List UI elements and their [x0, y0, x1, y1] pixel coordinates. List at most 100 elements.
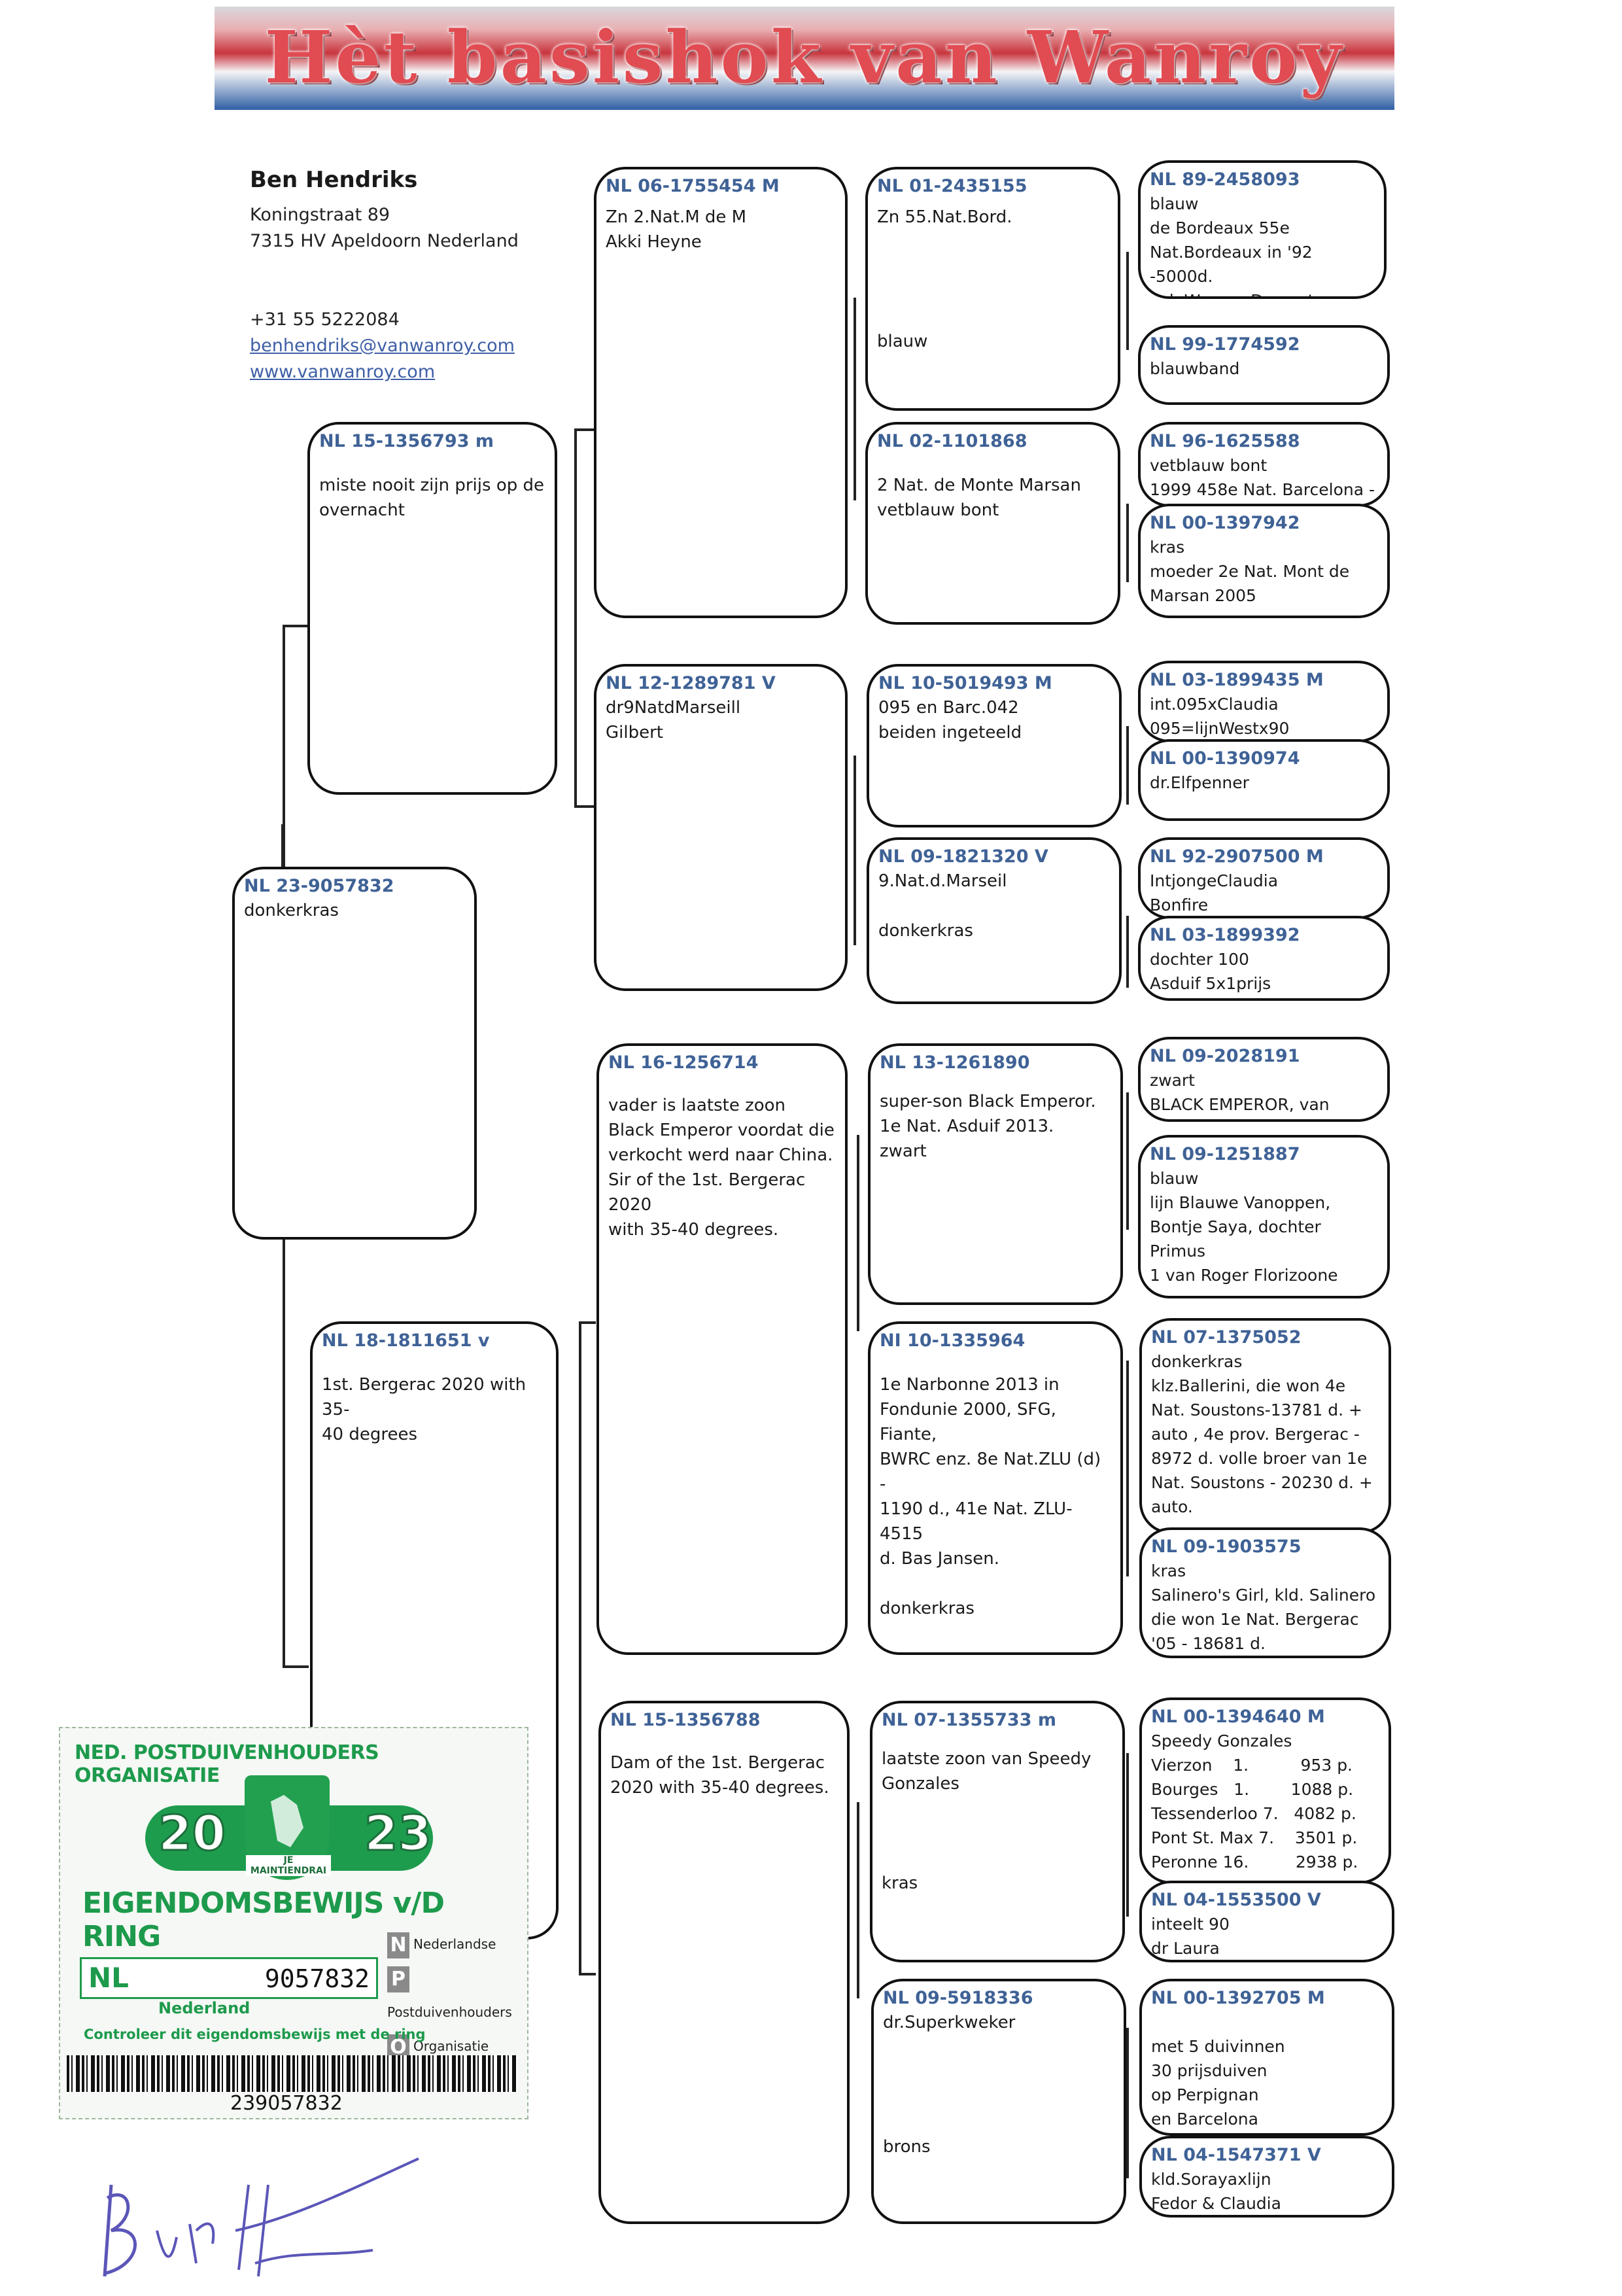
pedigree-card-g3-6: NI 10-1335964 1e Narbonne 2013 in Fondun… [868, 1321, 1123, 1655]
pedigree-card-subject: NL 23-9057832 donkerkras [232, 867, 477, 1240]
sticker-country-code: NL [88, 1962, 129, 1994]
header-banner: Hèt basishok van Wanroy [215, 7, 1394, 110]
pigeon-description: dochter 100 Asduif 5x1prijs [1150, 947, 1378, 996]
ring-number: NL 00-1390974 [1150, 747, 1378, 771]
pigeon-description: 1e Narbonne 2013 in Fondunie 2000, SFG, … [880, 1372, 1111, 1621]
pigeon-description: donkerkras [244, 898, 465, 923]
npo-p-word: Postduivenhouders [387, 2004, 512, 2020]
owner-city: 7315 HV Apeldoorn Nederland [250, 228, 519, 254]
pigeon-description: kld.Sorayaxlijn Fedor & Claudia [1151, 2167, 1383, 2216]
pedigree-card-sire: NL 15-1356793 m miste nooit zijn prijs o… [307, 422, 557, 795]
pigeon-description: blauw de Bordeaux 55e Nat.Bordeaux in '9… [1150, 192, 1375, 299]
pigeon-description: Zn 55.Nat.Bord. blauw [877, 205, 1109, 354]
ring-number: NL 15-1356793 m [319, 430, 545, 453]
pigeon-description: kras moeder 2e Nat. Mont de Marsan 2005 [1150, 535, 1378, 608]
ring-number: NI 10-1335964 [880, 1329, 1111, 1353]
ring-number: NL 13-1261890 [880, 1051, 1111, 1075]
ring-number: NL 00-1392705 M [1151, 1987, 1383, 2010]
pedigree-card-g4-1: NL 89-2458093 blauw de Bordeaux 55e Nat.… [1138, 160, 1387, 299]
sticker-country: Nederland [158, 1999, 250, 2017]
owner-street: Koningstraat 89 [250, 202, 519, 228]
pigeon-description: laatste zoon van Speedy Gonzales kras [882, 1747, 1113, 1896]
pedigree-card-g3-1: NL 01-2435155 Zn 55.Nat.Bord. blauw [865, 167, 1120, 411]
pigeon-description: blauw lijn Blauwe Vanoppen, Bontje Saya,… [1150, 1166, 1378, 1287]
ring-number: NL 09-5918336 [883, 1987, 1114, 2010]
owner-email-link[interactable]: benhendriks@vanwanroy.com [250, 333, 519, 359]
pedigree-card-g3-8: NL 09-5918336 dr.Superkweker brons [871, 1979, 1126, 2224]
ring-number: NL 00-1394640 M [1151, 1705, 1379, 1729]
ring-number: NL 03-1899435 M [1150, 669, 1378, 692]
ring-number: NL 09-2028191 [1150, 1045, 1378, 1068]
pigeon-description: vetblauw bont 1999 458e Nat. Barcelona - [1150, 453, 1378, 502]
ring-number: NL 10-5019493 M [878, 672, 1110, 695]
sticker-motto: JE MAINTIENDRAI [246, 1855, 331, 1876]
ring-number: NL 18-1811651 v [322, 1329, 547, 1353]
handwritten-signature [98, 2146, 438, 2296]
sticker-year-left: 20 [158, 1805, 226, 1862]
pigeon-description: dr.Elfpenner [1150, 771, 1378, 795]
pigeon-description: zwart BLACK EMPEROR, van Wanroy > [1150, 1068, 1378, 1122]
pigeon-description: 1st. Bergerac 2020 with 35- 40 degrees [322, 1372, 547, 1447]
sticker-ring-number: 9057832 [265, 1964, 370, 1993]
ring-number: NL 04-1553500 V [1151, 1888, 1383, 1912]
pigeon-description: Zn 2.Nat.M de M Akki Heyne [606, 205, 836, 254]
pigeon-description: Dam of the 1st. Bergerac 2020 with 35-40… [610, 1750, 838, 1800]
owner-phone: +31 55 5222084 [250, 307, 519, 333]
pedigree-card-g4-2: NL 99-1774592 blauwband [1138, 325, 1390, 405]
pedigree-card-g4-9: NL 09-2028191 zwart BLACK EMPEROR, van W… [1138, 1037, 1390, 1122]
pedigree-card-g3-4: NL 09-1821320 V 9.Nat.d.Marseil donkerkr… [867, 837, 1122, 1004]
pedigree-card-g4-15: NL 00-1392705 M met 5 duivinnen 30 prijs… [1139, 1979, 1394, 2136]
ring-number: NL 92-2907500 M [1150, 845, 1378, 869]
owner-info: Ben Hendriks Koningstraat 89 7315 HV Ape… [250, 167, 519, 385]
pedigree-card-g4-16: NL 04-1547371 V kld.Sorayaxlijn Fedor & … [1139, 2136, 1394, 2218]
pedigree-card-g4-11: NL 07-1375052 donkerkras klz.Ballerini, … [1139, 1318, 1391, 1534]
ring-number: NL 04-1547371 V [1151, 2144, 1383, 2167]
ring-number: NL 09-1821320 V [878, 845, 1110, 869]
banner-title: Hèt basishok van Wanroy [215, 12, 1394, 103]
pedigree-card-sire-dam: NL 12-1289781 V dr9NatdMarseill Gilbert [594, 664, 848, 991]
pigeon-description: Speedy Gonzales Vierzon 1. 953 p. Bourge… [1151, 1729, 1379, 1874]
ring-number: NL 00-1397942 [1150, 512, 1378, 535]
pigeon-description: IntjongeClaudia Bonfire [1150, 869, 1378, 917]
pedigree-card-g4-10: NL 09-1251887 blauw lijn Blauwe Vanoppen… [1138, 1135, 1390, 1298]
pedigree-card-g4-14: NL 04-1553500 V inteelt 90 dr Laura [1139, 1881, 1394, 1962]
pigeon-description: dr9NatdMarseill Gilbert [606, 695, 836, 745]
barcode [67, 2055, 518, 2092]
pedigree-card-g3-3: NL 10-5019493 M 095 en Barc.042 beiden i… [867, 664, 1122, 827]
pigeon-description: dr.Superkweker brons [883, 2010, 1114, 2159]
barcode-number: 239057832 [230, 2092, 343, 2115]
ring-number: NL 09-1903575 [1151, 1535, 1379, 1559]
pedigree-card-g4-7: NL 92-2907500 M IntjongeClaudia Bonfire [1138, 837, 1390, 919]
pedigree-card-dam-sire: NL 16-1256714 vader is laatste zoon Blac… [596, 1043, 848, 1655]
owner-name: Ben Hendriks [250, 167, 519, 193]
pedigree-card-sire-sire: NL 06-1755454 M Zn 2.Nat.M de M Akki Hey… [594, 167, 848, 618]
ring-number: NL 23-9057832 [244, 875, 465, 898]
ring-number-box: NL 9057832 [80, 1957, 378, 1999]
ring-number: NL 12-1289781 V [606, 672, 836, 695]
pigeon-description: vader is laatste zoon Black Emperor voor… [608, 1093, 836, 1242]
owner-website-link[interactable]: www.vanwanroy.com [250, 359, 519, 385]
pigeon-description: super-son Black Emperor. 1e Nat. Asduif … [880, 1089, 1111, 1164]
pigeon-description: donkerkras klz.Ballerini, die won 4e Nat… [1151, 1349, 1379, 1519]
ownership-certificate-sticker: NED. POSTDUIVENHOUDERS ORGANISATIE 20 23… [59, 1727, 528, 2119]
ring-number: NL 06-1755454 M [606, 175, 836, 198]
pedigree-card-dam-dam: NL 15-1356788 Dam of the 1st. Bergerac 2… [598, 1701, 850, 2224]
pedigree-card-g3-5: NL 13-1261890 super-son Black Emperor. 1… [868, 1043, 1123, 1305]
ring-number: NL 15-1356788 [610, 1709, 838, 1732]
sticker-control-text: Controleer dit eigendomsbewijs met de ri… [84, 2026, 426, 2042]
ring-number: NL 16-1256714 [608, 1051, 836, 1075]
pedigree-card-g4-13: NL 00-1394640 M Speedy Gonzales Vierzon … [1139, 1697, 1391, 1884]
pedigree-card-g4-6: NL 00-1390974 dr.Elfpenner [1138, 739, 1390, 821]
npo-n-word: Nederlandse [413, 1936, 496, 1952]
pedigree-card-g4-5: NL 03-1899435 M int.095xClaudia 095=lijn… [1138, 661, 1390, 742]
pedigree-card-g3-2: NL 02-1101868 2 Nat. de Monte Marsan vet… [865, 422, 1120, 625]
pedigree-card-g4-4: NL 00-1397942 kras moeder 2e Nat. Mont d… [1138, 504, 1390, 618]
pigeon-description: 9.Nat.d.Marseil donkerkras [878, 869, 1110, 943]
pigeon-description: inteelt 90 dr Laura [1151, 1912, 1383, 1960]
pedigree-card-g4-8: NL 03-1899392 dochter 100 Asduif 5x1prij… [1138, 916, 1390, 1001]
pigeon-description: 2 Nat. de Monte Marsan vetblauw bont [877, 473, 1109, 523]
ring-number: NL 03-1899392 [1150, 924, 1378, 947]
pigeon-description: blauwband [1150, 357, 1378, 381]
ring-number: NL 07-1375052 [1151, 1326, 1379, 1349]
